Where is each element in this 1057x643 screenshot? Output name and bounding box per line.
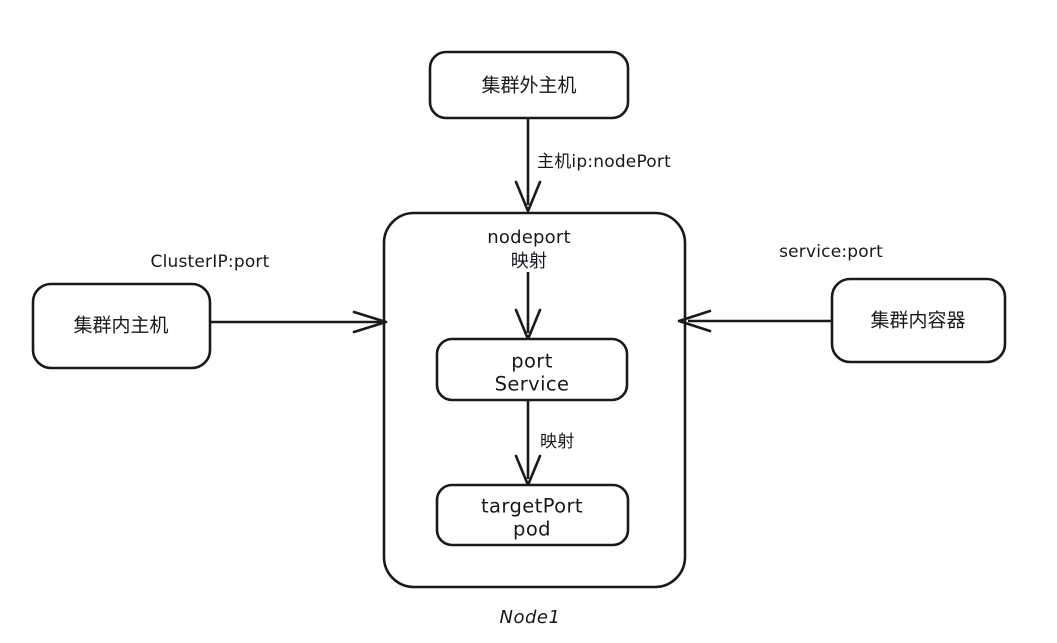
internal-host-box[interactable] [31,282,212,370]
internal-host-label: 集群内主机 [73,315,168,337]
pod-box[interactable] [435,483,630,547]
pod-box-line1: targetPort [481,495,583,518]
arrowhead-left-to-node1 [677,309,712,333]
pod-box-line2: pod [513,518,551,541]
external-host-label: 集群外主机 [481,75,576,97]
node1-caption: Node1 [500,607,561,628]
edge-label-host-ip-nodeport: 主机ip:nodePort [537,152,671,172]
arrowhead-right-to-node1 [352,310,388,334]
service-box-line2: Service [495,373,570,396]
nodeport-label-line1: nodeport [487,227,570,248]
arrowhead-down-to-node1 [514,180,542,213]
service-box[interactable] [435,337,629,402]
nodeport-label-line2: 映射 [511,251,547,272]
edge-label-clusterip-port: ClusterIP:port [151,252,270,272]
internal-container-label: 集群内容器 [870,310,965,332]
service-box-line1: port [511,350,553,373]
edge-label-service-to-pod: 映射 [540,432,574,452]
edge-label-service-port: service:port [779,242,883,262]
